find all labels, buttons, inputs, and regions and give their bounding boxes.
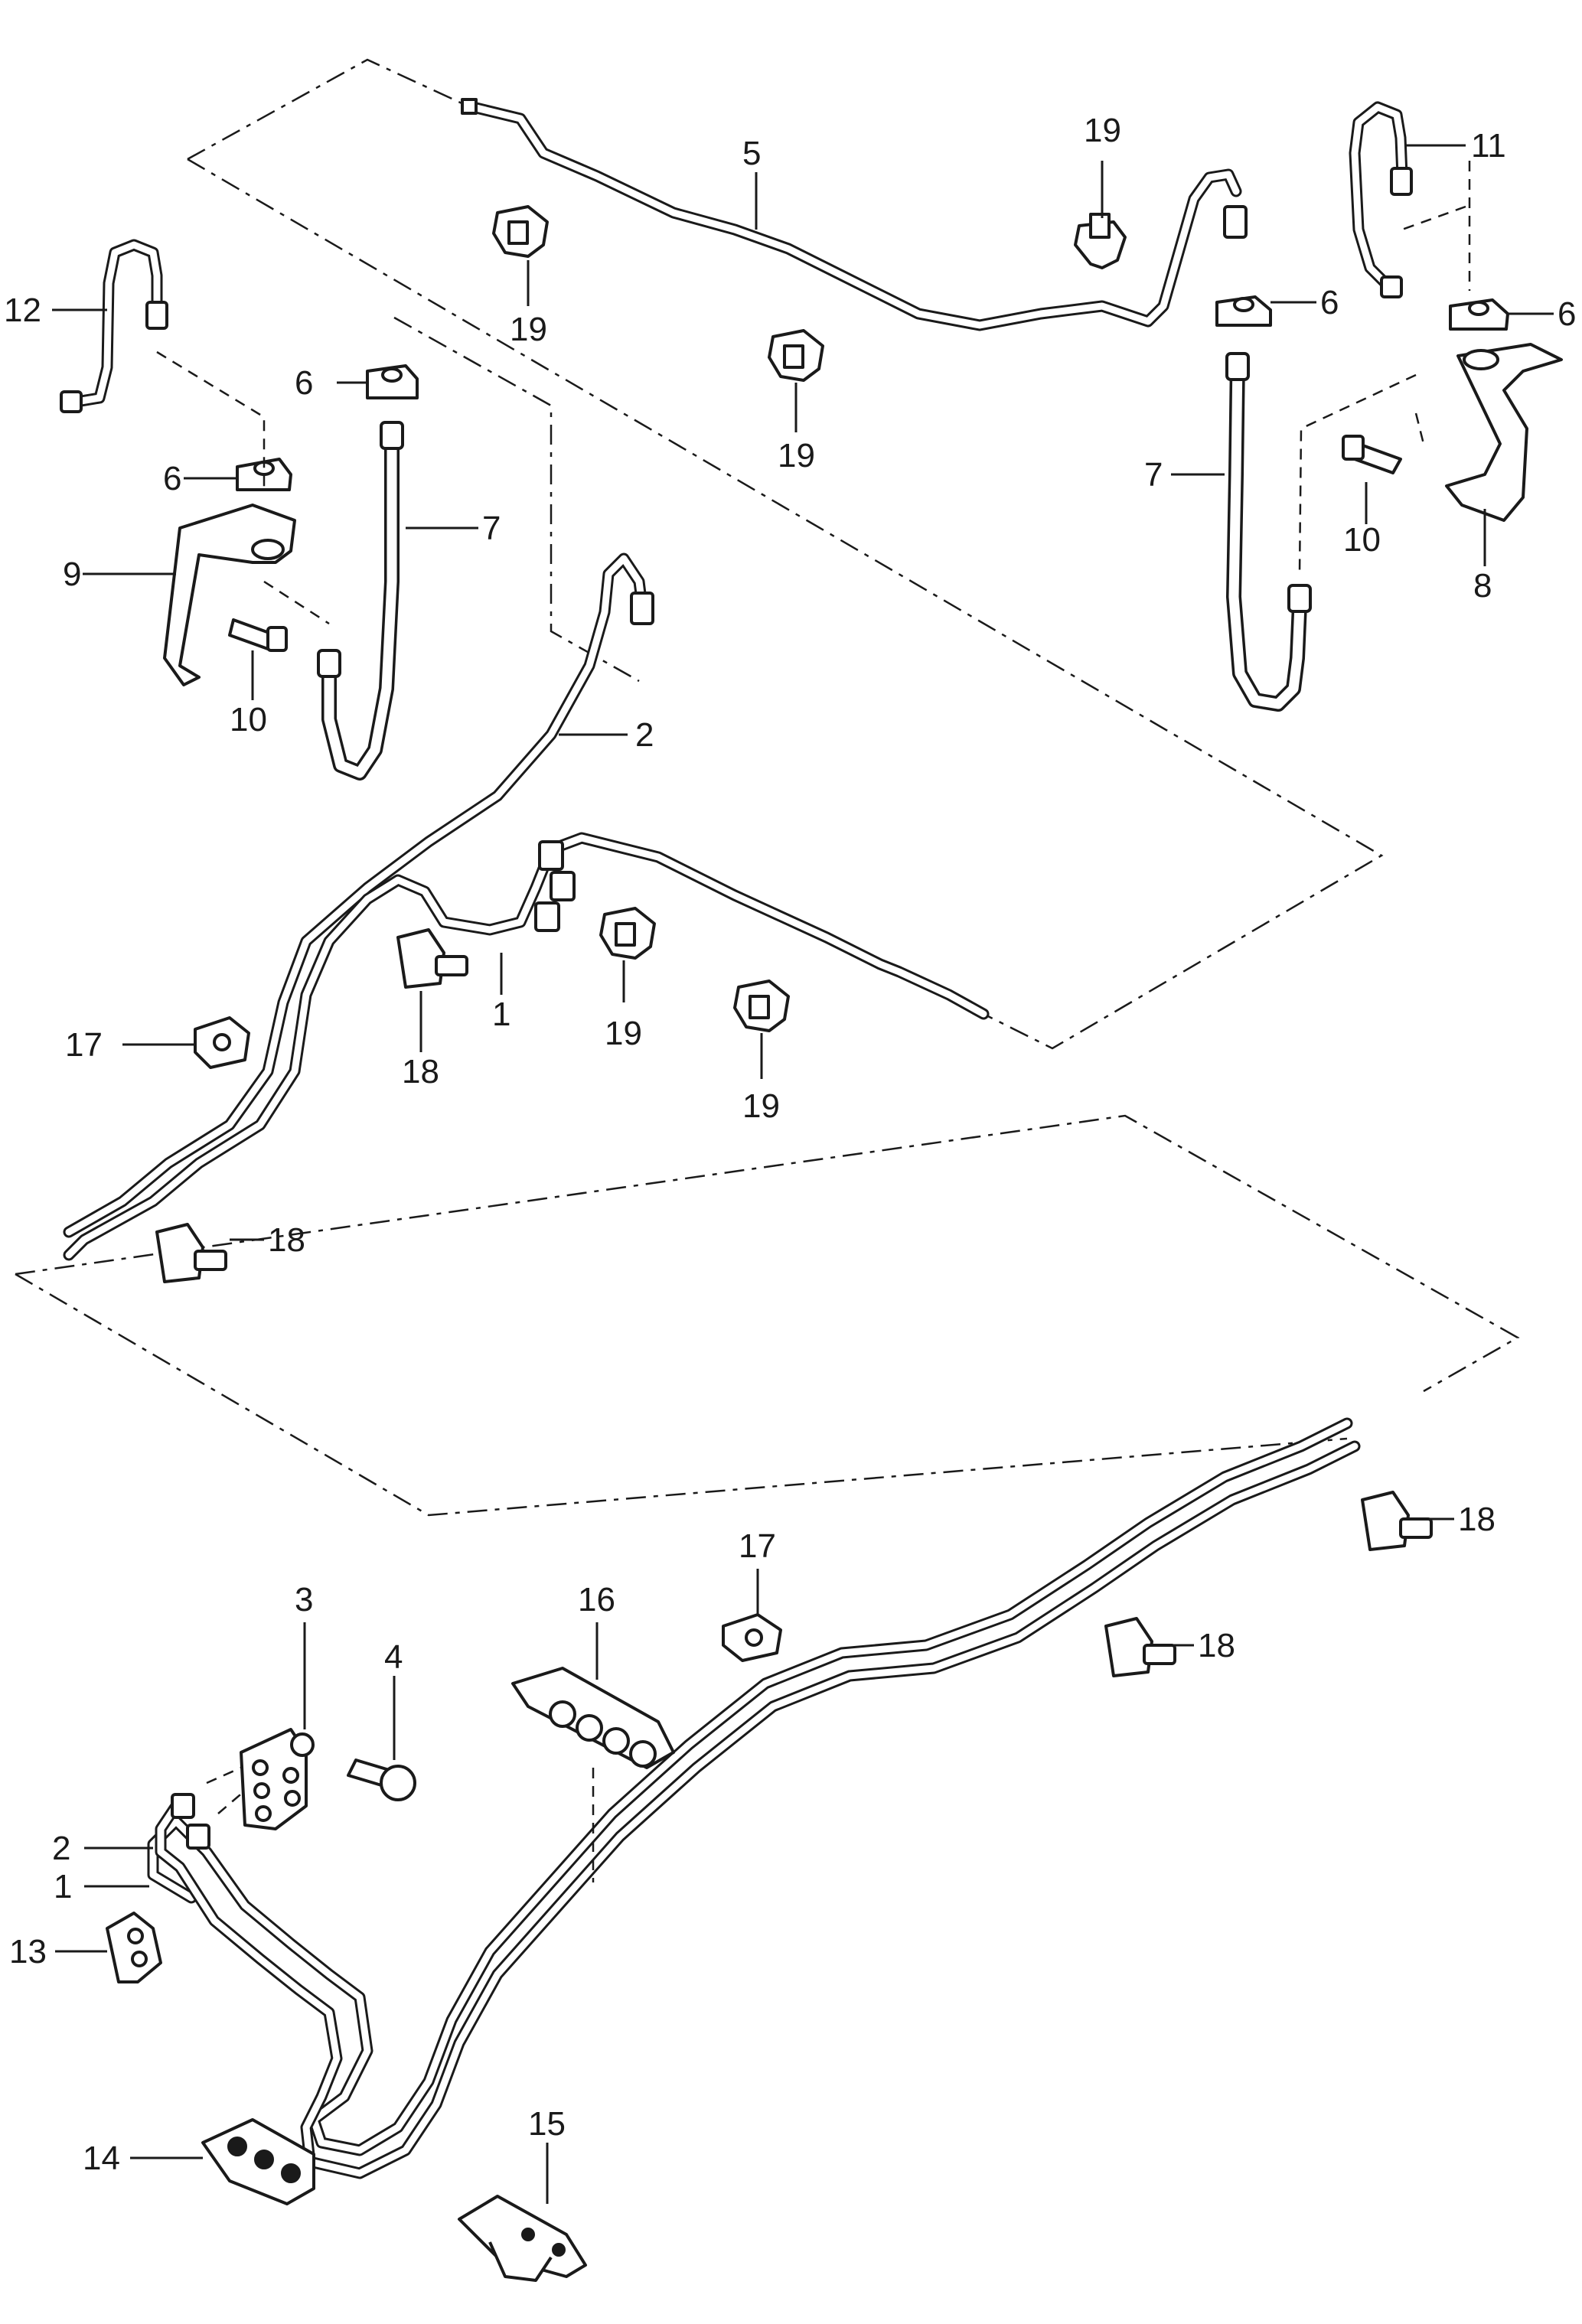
pipe-holder-15 bbox=[458, 2195, 587, 2282]
callout-1: 1 bbox=[54, 1868, 72, 1905]
brake-pipe-1-upper bbox=[63, 832, 990, 1261]
brake-hose-7-left bbox=[317, 421, 404, 781]
callout-5: 5 bbox=[742, 135, 761, 172]
reference-outlines bbox=[15, 58, 1520, 1517]
leader-lines bbox=[52, 144, 1554, 2204]
callout-6: 6 bbox=[295, 364, 313, 402]
callout-10: 10 bbox=[1343, 521, 1381, 559]
brake-hose-7-right bbox=[1225, 352, 1312, 712]
callout-11: 11 bbox=[1471, 127, 1506, 165]
callout-labels: 5 19 19 19 19 19 12 6 6 6 6 7 7 9 10 10 … bbox=[4, 112, 1576, 2177]
callout-3: 3 bbox=[295, 1581, 313, 1618]
assembly-guides bbox=[156, 161, 1471, 1882]
callout-18: 18 bbox=[402, 1053, 439, 1090]
clip-19 bbox=[1074, 213, 1127, 269]
pipe-holder-16 bbox=[511, 1667, 675, 1769]
callout-7: 7 bbox=[1144, 456, 1163, 494]
clip-13 bbox=[106, 1912, 162, 1983]
callout-6: 6 bbox=[163, 460, 181, 497]
callout-12: 12 bbox=[4, 292, 41, 329]
clamp-17 bbox=[722, 1613, 782, 1662]
bracket-6 bbox=[366, 364, 419, 399]
clip-19 bbox=[733, 979, 790, 1032]
bracket-9 bbox=[163, 504, 296, 686]
bolt-10 bbox=[1342, 435, 1402, 474]
callout-19: 19 bbox=[605, 1015, 642, 1052]
bracket-3 bbox=[240, 1728, 315, 1830]
callout-7: 7 bbox=[482, 510, 501, 547]
brake-pipe-12 bbox=[60, 239, 168, 413]
callout-6: 6 bbox=[1320, 284, 1339, 321]
callout-18: 18 bbox=[1458, 1501, 1496, 1538]
callout-1: 1 bbox=[492, 996, 510, 1033]
callout-10: 10 bbox=[230, 701, 267, 738]
bracket-6 bbox=[1215, 295, 1272, 327]
bolt-4 bbox=[347, 1758, 416, 1801]
clamp-18 bbox=[1104, 1617, 1176, 1677]
pipe-holder-14 bbox=[201, 2118, 315, 2205]
callout-16: 16 bbox=[578, 1581, 615, 1618]
clip-19 bbox=[492, 205, 549, 258]
brake-pipe-11 bbox=[1349, 101, 1413, 298]
clamp-17 bbox=[194, 1016, 250, 1069]
callout-13: 13 bbox=[9, 1933, 47, 1970]
callout-19: 19 bbox=[1084, 112, 1121, 149]
bolt-10 bbox=[228, 618, 288, 652]
clip-19 bbox=[768, 329, 824, 382]
bracket-6 bbox=[236, 458, 292, 491]
callout-18: 18 bbox=[1198, 1627, 1235, 1664]
brake-pipe-5 bbox=[461, 98, 1248, 331]
callout-17: 17 bbox=[65, 1026, 103, 1064]
callout-8: 8 bbox=[1473, 567, 1492, 605]
callout-17: 17 bbox=[739, 1527, 776, 1565]
callout-4: 4 bbox=[384, 1638, 403, 1676]
clamp-18 bbox=[396, 928, 468, 989]
callout-15: 15 bbox=[528, 2105, 566, 2143]
brake-pipes-lower bbox=[147, 1417, 1361, 2179]
callout-19: 19 bbox=[510, 311, 547, 348]
bracket-6 bbox=[1449, 298, 1509, 331]
clamp-18 bbox=[1361, 1491, 1433, 1551]
callout-2: 2 bbox=[52, 1830, 70, 1867]
callout-14: 14 bbox=[83, 2140, 120, 2177]
clamp-18 bbox=[155, 1223, 227, 1283]
callout-9: 9 bbox=[63, 556, 81, 593]
clip-19 bbox=[599, 907, 656, 960]
callout-18: 18 bbox=[268, 1221, 305, 1259]
callout-19: 19 bbox=[742, 1087, 780, 1125]
brake-pipe-2-upper bbox=[63, 552, 654, 1238]
callout-19: 19 bbox=[778, 437, 815, 474]
callout-2: 2 bbox=[635, 716, 654, 754]
bracket-8 bbox=[1445, 343, 1563, 522]
callout-6: 6 bbox=[1558, 295, 1576, 333]
